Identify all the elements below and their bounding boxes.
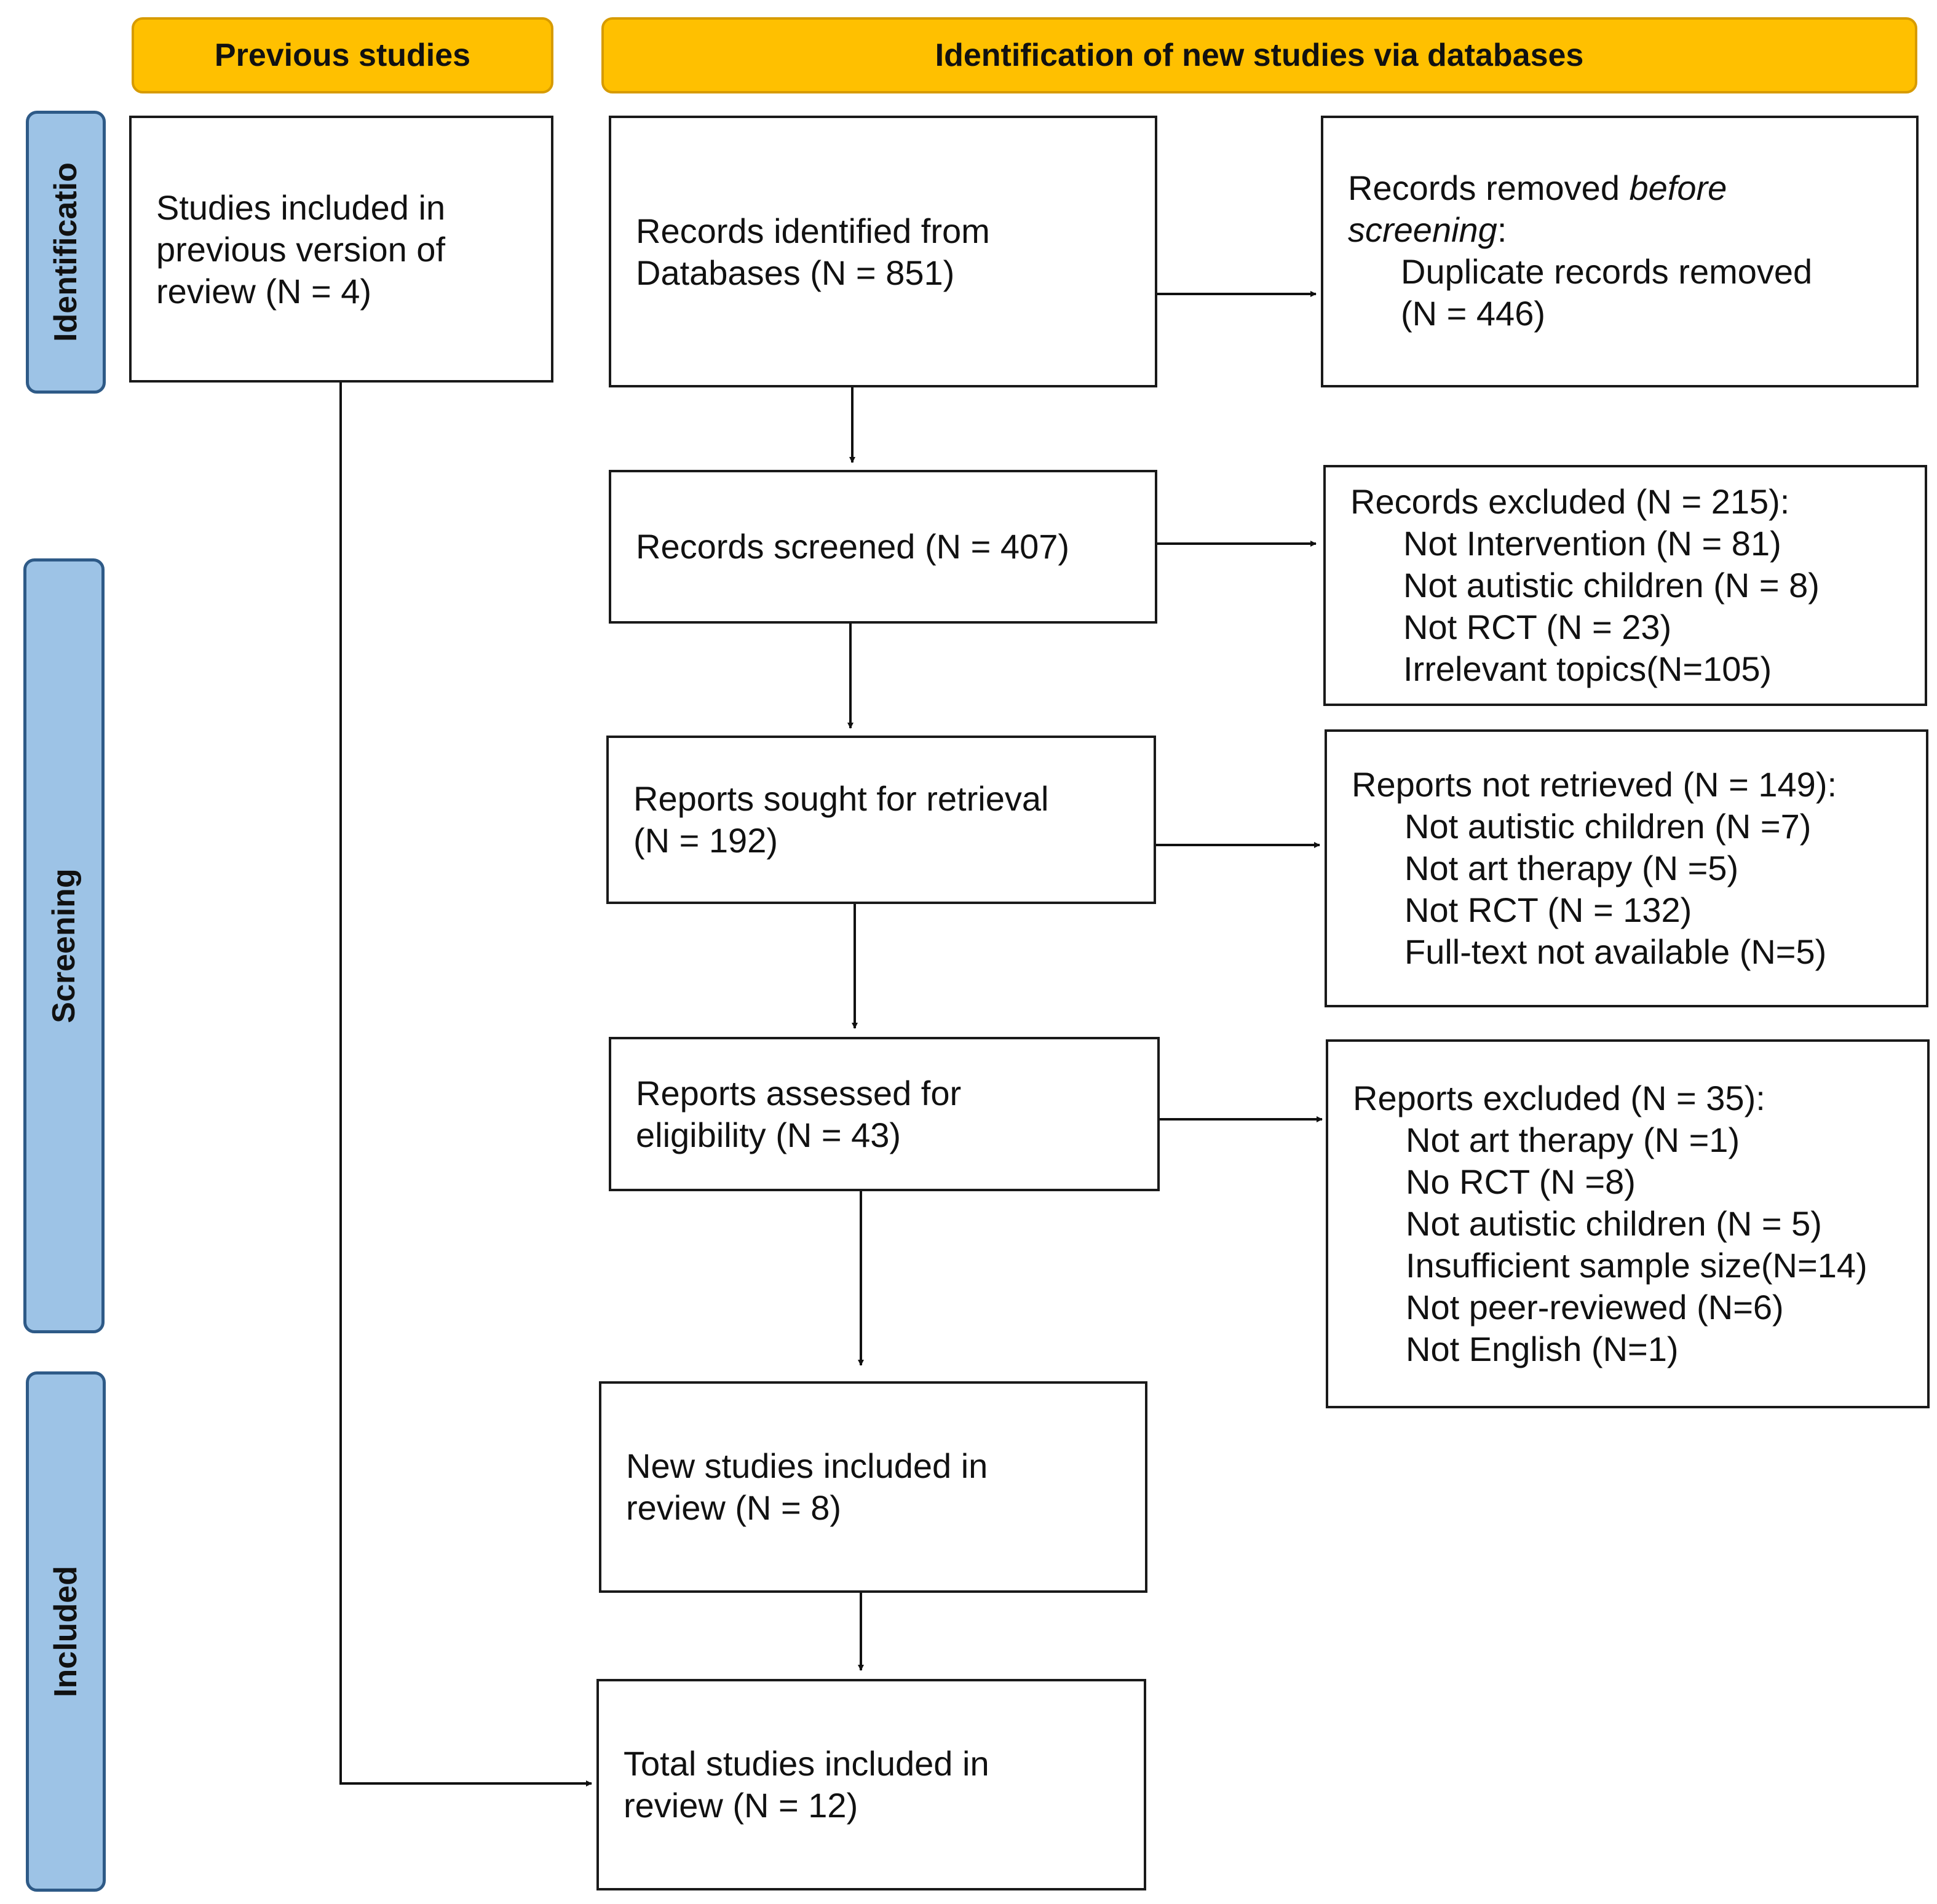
list-item: Not RCT (N = 23) [1403,608,1672,646]
box-reports-not-retrieved: Reports not retrieved (N = 149): Not aut… [1325,729,1928,1007]
list-item: Not art therapy (N =1) [1406,1121,1740,1159]
text-line: Records screened (N = 407) [636,527,1070,566]
header-new-studies: Identification of new studies via databa… [601,17,1917,93]
box-records-excluded: Records excluded (N = 215): Not Interven… [1323,465,1927,706]
text-line: Total studies included in [624,1744,989,1783]
text-line: review (N = 12) [624,1786,858,1825]
text-line: eligibility (N = 43) [636,1115,901,1154]
reports-excluded-title: Reports excluded (N = 35): [1353,1079,1765,1117]
list-item: Not peer-reviewed (N=6) [1406,1288,1784,1327]
removed-colon: : [1497,210,1507,249]
text-line: review (N = 8) [626,1488,842,1527]
list-item: Insufficient sample size(N=14) [1406,1246,1868,1285]
text-line: (N = 192) [633,821,778,860]
box-records-screened: Records screened (N = 407) [609,470,1157,624]
not-retrieved-title: Reports not retrieved (N = 149): [1352,765,1837,804]
header-new-studies-label: Identification of new studies via databa… [935,38,1584,73]
box-reports-excluded: Reports excluded (N = 35): Not art thera… [1326,1039,1930,1408]
phase-identification: Identificatio [26,111,106,394]
removed-before: before [1629,169,1727,207]
box-records-removed: Records removed before screening: Duplic… [1321,116,1919,387]
box-new-studies-included: New studies included in review (N = 8) [599,1381,1147,1593]
list-item: Irrelevant topics(N=105) [1403,649,1772,688]
header-previous-studies: Previous studies [132,17,553,93]
removed-screening: screening [1348,210,1497,249]
text-line: Studies included in [156,188,446,227]
box-total-studies-included: Total studies included in review (N = 12… [596,1679,1146,1890]
excluded-title: Records excluded (N = 215): [1350,482,1790,521]
list-item: Duplicate records removed [1401,252,1813,291]
box-records-identified: Records identified from Databases (N = 8… [609,116,1157,387]
phase-included: Included [26,1371,106,1892]
list-item: Not RCT (N = 132) [1404,891,1692,929]
removed-prefix: Records removed [1348,169,1630,207]
text-line: previous version of [156,230,446,269]
list-item: Not autistic children (N = 5) [1406,1204,1822,1243]
text-line: review (N = 4) [156,272,372,311]
text-line: Databases (N = 851) [636,253,955,292]
text-line: Reports assessed for [636,1073,962,1113]
removed-heading-line2: screening: [1348,209,1891,251]
list-item: Full-text not available (N=5) [1404,932,1827,971]
arrow-previous-to-total [339,383,592,1787]
box-previous-studies-included: Studies included in previous version of … [129,116,553,383]
box-reports-assessed: Reports assessed for eligibility (N = 43… [609,1037,1160,1191]
list-item: No RCT (N =8) [1406,1162,1636,1201]
list-item: (N = 446) [1401,294,1545,333]
list-item: Not Intervention (N = 81) [1403,524,1781,563]
list-item: Not autistic children (N = 8) [1403,566,1820,605]
phase-screening: Screening [23,558,105,1333]
text-line: New studies included in [626,1446,988,1485]
header-previous-studies-label: Previous studies [214,38,471,73]
list-item: Not English (N=1) [1406,1330,1679,1368]
text-line: Records identified from [636,212,990,250]
removed-heading-line1: Records removed before [1348,167,1891,209]
list-item: Not art therapy (N =5) [1404,849,1739,887]
box-reports-sought: Reports sought for retrieval (N = 192) [606,736,1156,904]
list-item: Not autistic children (N =7) [1404,807,1812,846]
text-line: Reports sought for retrieval [633,779,1049,818]
